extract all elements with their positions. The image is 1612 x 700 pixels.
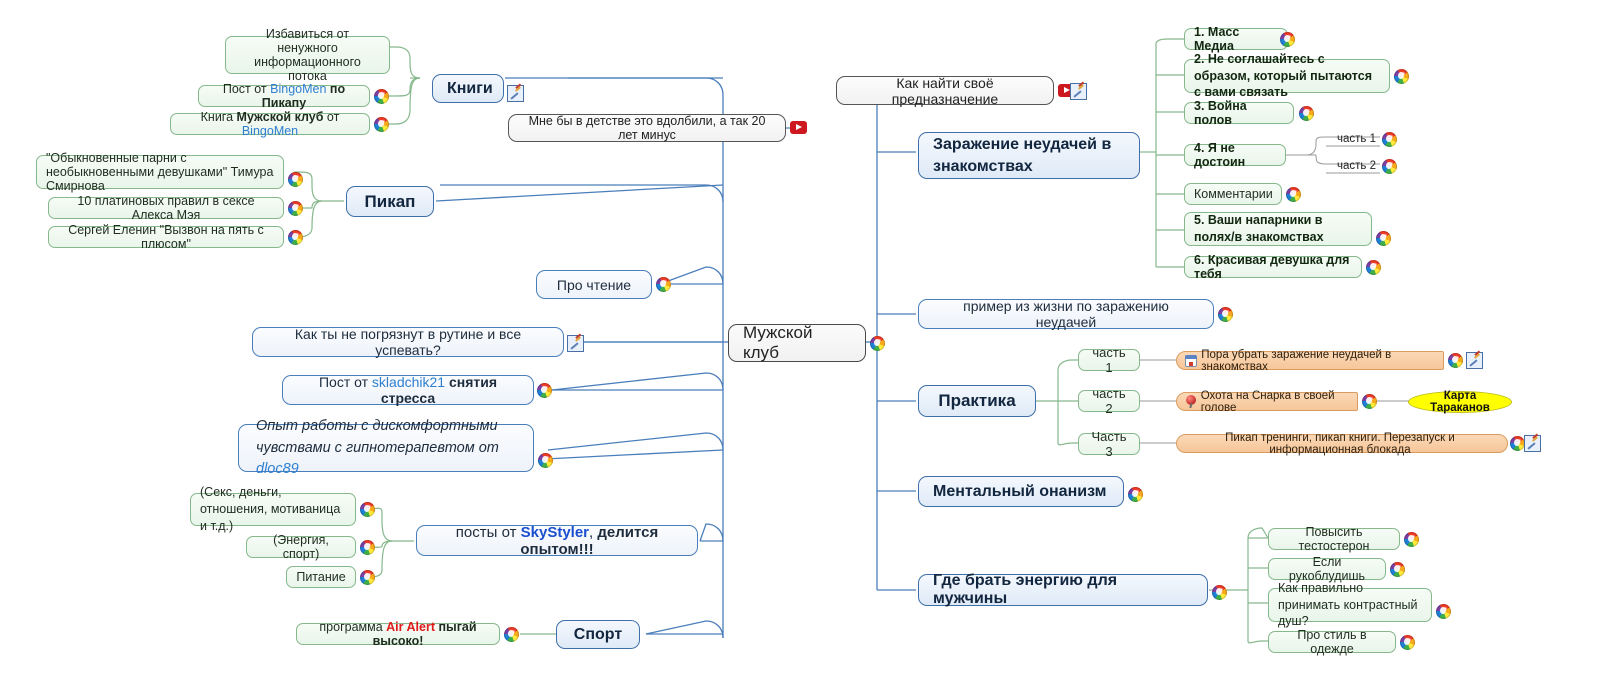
root-node[interactable]: Мужской клуб [728, 323, 866, 362]
main-topic-mentalny[interactable]: Ментальный онанизм [918, 476, 1124, 507]
pin-icon [1185, 395, 1197, 408]
leaf-skystyler-2[interactable]: Питание [286, 566, 356, 588]
leaf-energiya-2[interactable]: Как правильно принимать контрастный душ? [1268, 581, 1432, 628]
leaf-skystyler-0[interactable]: (Секс, деньги, отношения, мотиваница и т… [190, 485, 356, 533]
color-wheel-icon[interactable] [1382, 159, 1397, 174]
calendar-icon [1185, 354, 1198, 367]
root-label: Мужской клуб [743, 323, 813, 362]
color-wheel-icon[interactable] [1212, 585, 1227, 600]
color-wheel-icon[interactable] [1404, 532, 1419, 547]
color-wheel-icon[interactable] [1448, 353, 1463, 368]
leaf-chast-1[interactable]: часть 1 [1337, 133, 1376, 145]
leaf-knigi-2[interactable]: Книга Мужской клуб от BingoMen [170, 110, 370, 138]
color-wheel-icon[interactable] [288, 230, 303, 245]
leaf-zarazhenie-6[interactable]: 6. Красивая девушка для тебя [1184, 253, 1362, 281]
leaf-zarazhenie-5[interactable]: 5. Ваши напарники в полях/в знакомствах [1184, 212, 1372, 246]
leaf-zarazhenie-3[interactable]: 4. Я не достоин [1184, 141, 1286, 169]
color-wheel-icon[interactable] [538, 453, 553, 468]
color-wheel-icon[interactable] [374, 117, 389, 132]
note-edit-icon[interactable] [1070, 83, 1087, 100]
leaf-knigi-0[interactable]: Избавиться от ненужного информационного … [225, 27, 390, 83]
note-edit-icon[interactable] [1466, 352, 1483, 369]
note-skystyler[interactable]: посты от SkyStyler, делится опытом!!! [416, 523, 698, 558]
color-wheel-icon[interactable] [870, 336, 885, 351]
color-wheel-icon[interactable] [374, 89, 389, 104]
leaf-knigi-2-label: Книга Мужской клуб от BingoMen [200, 110, 340, 138]
flag-praktika-1[interactable]: Охота на Снарка в своей голове [1176, 390, 1358, 414]
leaf-zarazhenie-0[interactable]: 1. Масс Медиа [1184, 25, 1288, 53]
leaf-pikap-0[interactable]: "Обыкновенные парни с необыкновенными де… [36, 151, 284, 193]
main-topic-zarazhenie[interactable]: Заражение неудачей в знакомствах [918, 132, 1140, 179]
leaf-skystyler-1[interactable]: (Энергия, спорт) [246, 533, 356, 561]
color-wheel-icon[interactable] [288, 201, 303, 216]
color-wheel-icon[interactable] [504, 627, 519, 642]
color-wheel-icon[interactable] [537, 383, 552, 398]
leaf-zarazhenie-4[interactable]: Комментарии [1184, 183, 1282, 205]
color-wheel-icon[interactable] [1436, 604, 1451, 619]
main-topic-pikap[interactable]: Пикап [346, 186, 434, 217]
color-wheel-icon[interactable] [1280, 32, 1295, 47]
note-stress[interactable]: Пост от skladchik21 снятия стресса [282, 374, 534, 406]
leaf-praktika-2[interactable]: Часть 3 [1078, 429, 1140, 459]
note-skystyler-label: посты от SkyStyler, делится опытом!!! [455, 523, 659, 558]
leaf-energiya-3[interactable]: Про стиль в одежде [1268, 628, 1396, 656]
color-wheel-icon[interactable] [1286, 187, 1301, 202]
leaf-praktika-1[interactable]: часть 2 [1078, 386, 1140, 416]
note-stress-label: Пост от skladchik21 снятия стресса [318, 374, 498, 406]
note-edit-icon[interactable] [1524, 435, 1541, 452]
leaf-energiya-1[interactable]: Если рукоблудишь [1268, 555, 1386, 583]
leaf-pikap-1[interactable]: 10 платиновых правил в сексе Алекса Мэя [48, 194, 284, 222]
main-topic-energiya[interactable]: Где брать энергию для мужчины [918, 572, 1208, 607]
flag-praktika-0[interactable]: Пора убрать заражение неудачей в знакомс… [1176, 349, 1444, 373]
ellipse-karta-tarakanov[interactable]: Карта Тараканов [1408, 390, 1512, 414]
color-wheel-icon[interactable] [1400, 635, 1415, 650]
main-topic-sport[interactable]: Спорт [556, 620, 640, 649]
leaf-zarazhenie-2[interactable]: 3. Война полов [1184, 99, 1294, 127]
color-wheel-icon[interactable] [360, 570, 375, 585]
leaf-sport-0[interactable]: программа Air Alert пыгай высоко! [296, 620, 500, 648]
color-wheel-icon[interactable] [1218, 307, 1233, 322]
color-wheel-icon[interactable] [1510, 436, 1525, 451]
main-topic-praktika[interactable]: Практика [918, 385, 1036, 417]
note-childhood[interactable]: Мне бы в детстве это вдолбили, а так 20 … [508, 114, 786, 142]
color-wheel-icon[interactable] [360, 502, 375, 517]
flag-praktika-2[interactable]: Пикап тренинги, пикап книги. Перезапуск … [1176, 432, 1508, 456]
leaf-knigi-1-label: Пост от BingoMen по Пикапу [222, 82, 346, 110]
color-wheel-icon[interactable] [1299, 106, 1314, 121]
leaf-knigi-1[interactable]: Пост от BingoMen по Пикапу [198, 82, 370, 110]
color-wheel-icon[interactable] [360, 540, 375, 555]
color-wheel-icon[interactable] [656, 277, 671, 292]
note-primer[interactable]: пример из жизни по заражению неудачей [918, 298, 1214, 330]
color-wheel-icon[interactable] [1362, 394, 1377, 409]
leaf-pikap-2[interactable]: Сергей Еленин "Вызвон на пять с плюсом" [48, 223, 284, 251]
color-wheel-icon[interactable] [1366, 260, 1381, 275]
leaf-praktika-0[interactable]: часть 1 [1078, 345, 1140, 375]
color-wheel-icon[interactable] [288, 172, 303, 187]
leaf-chast-2[interactable]: часть 2 [1337, 160, 1376, 172]
color-wheel-icon[interactable] [1376, 231, 1391, 246]
note-pro-chtenie[interactable]: Про чтение [536, 270, 652, 299]
note-edit-icon[interactable] [507, 85, 524, 102]
note-prednaznachenie[interactable]: Как найти своё предназначение [836, 75, 1054, 107]
leaf-sport-0-label: программа Air Alert пыгай высоко! [319, 620, 477, 648]
color-wheel-icon[interactable] [1390, 562, 1405, 577]
note-edit-icon[interactable] [567, 335, 584, 352]
leaf-zarazhenie-1[interactable]: 2. Не соглашайтесь с образом, который пы… [1184, 52, 1390, 99]
leaf-energiya-0[interactable]: Повысить тестостерон [1268, 525, 1400, 553]
main-topic-knigi[interactable]: Книги [432, 74, 504, 103]
note-rutina[interactable]: Как ты не погрязнут в рутине и все успев… [252, 326, 564, 358]
youtube-video-icon[interactable] [790, 121, 807, 134]
color-wheel-icon[interactable] [1128, 487, 1143, 502]
color-wheel-icon[interactable] [1394, 69, 1409, 84]
color-wheel-icon[interactable] [1382, 132, 1397, 147]
